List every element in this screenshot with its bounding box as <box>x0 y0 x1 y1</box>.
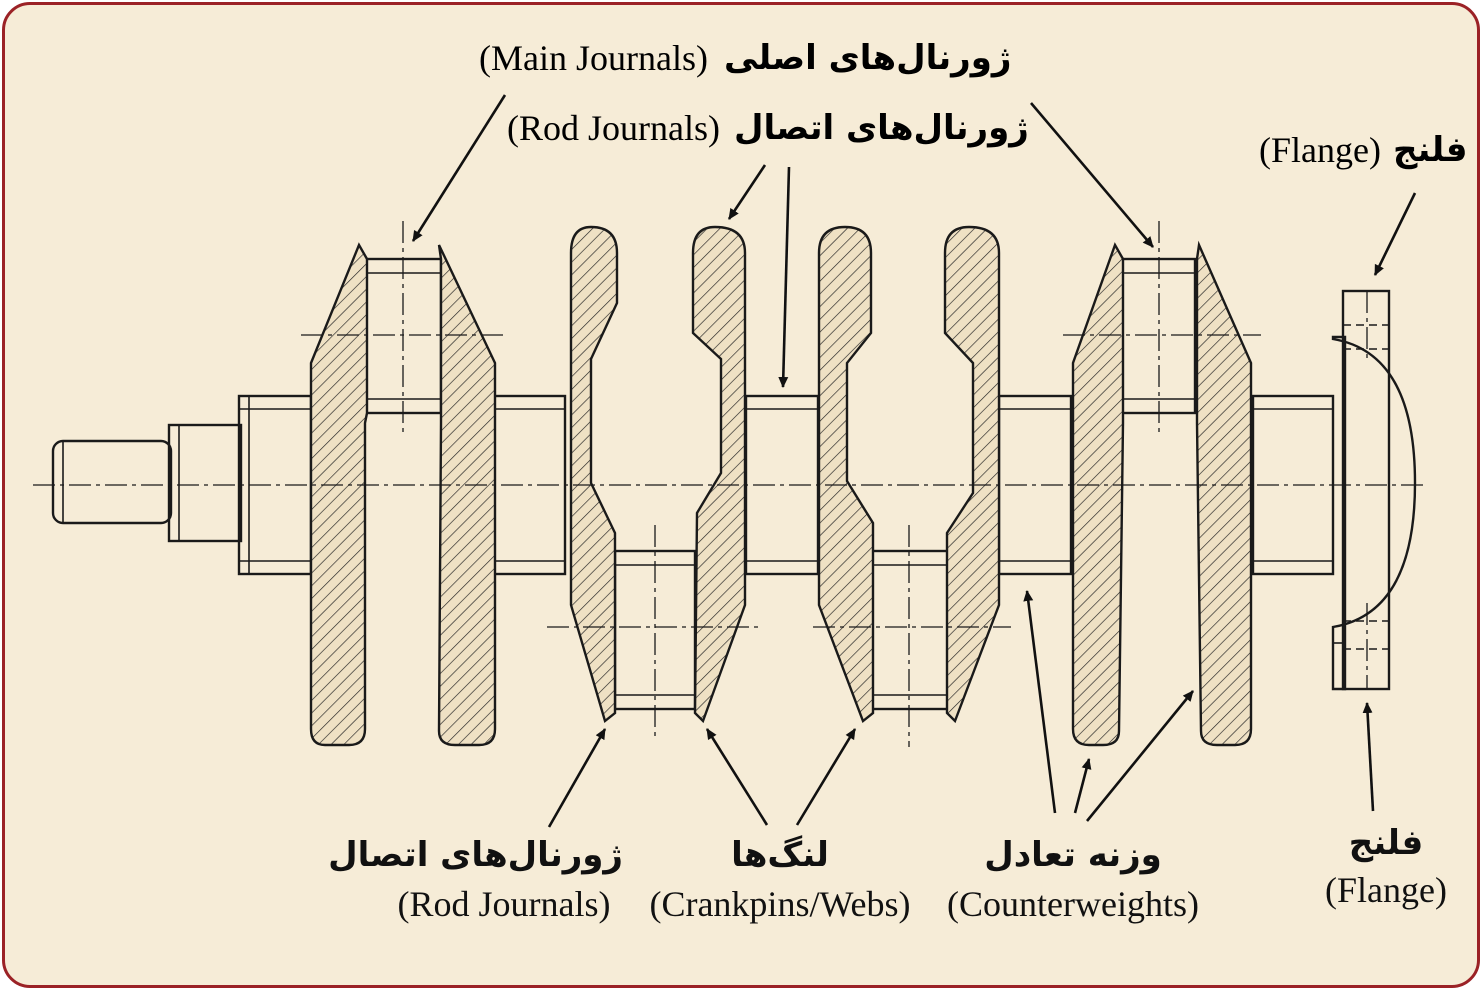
label-counterweights: وزنه تعادل (Counterweights) <box>935 835 1211 925</box>
flange <box>1331 289 1417 691</box>
label-flange-bottom: فلنج (Flange) <box>1313 823 1459 911</box>
rod-journals-bottom-en: (Rod Journals) <box>397 884 611 924</box>
center-lines <box>33 221 1425 747</box>
main-journals-en: (Main Journals) <box>479 38 708 78</box>
webs-en: (Crankpins/Webs) <box>649 884 911 924</box>
flange-top-en: (Flange) <box>1259 130 1381 170</box>
webs-fa: لنگ‌ها <box>731 835 829 875</box>
crank-webs <box>309 225 1253 747</box>
main-journals-fa: ژورنال‌های اصلی <box>723 38 1012 78</box>
flange-bottom-fa: فلنج <box>1348 823 1424 863</box>
label-rod-journals-top: (Rod Journals) ژورنال‌های اتصال <box>507 107 1029 149</box>
label-flange-top: (Flange) فلنج <box>1259 129 1468 171</box>
label-webs: لنگ‌ها (Crankpins/Webs) <box>639 835 921 925</box>
flange-top-fa: فلنج <box>1392 130 1468 170</box>
rod-journals-bottom-fa: ژورنال‌های اتصال <box>328 835 623 875</box>
flange-bottom-en: (Flange) <box>1325 870 1447 910</box>
label-main-journals: (Main Journals) ژورنال‌های اصلی <box>479 37 1011 79</box>
rod-journals-top-fa: ژورنال‌های اتصال <box>733 108 1029 148</box>
leader-arrows <box>411 94 1417 828</box>
crankshaft-drawing <box>33 94 1425 828</box>
label-rod-journals-bottom: ژورنال‌های اتصال (Rod Journals) <box>328 835 623 925</box>
counterweights-en: (Counterweights) <box>947 884 1199 924</box>
rod-journals-top-en: (Rod Journals) <box>507 108 720 148</box>
counterweights-fa: وزنه تعادل <box>984 835 1162 875</box>
